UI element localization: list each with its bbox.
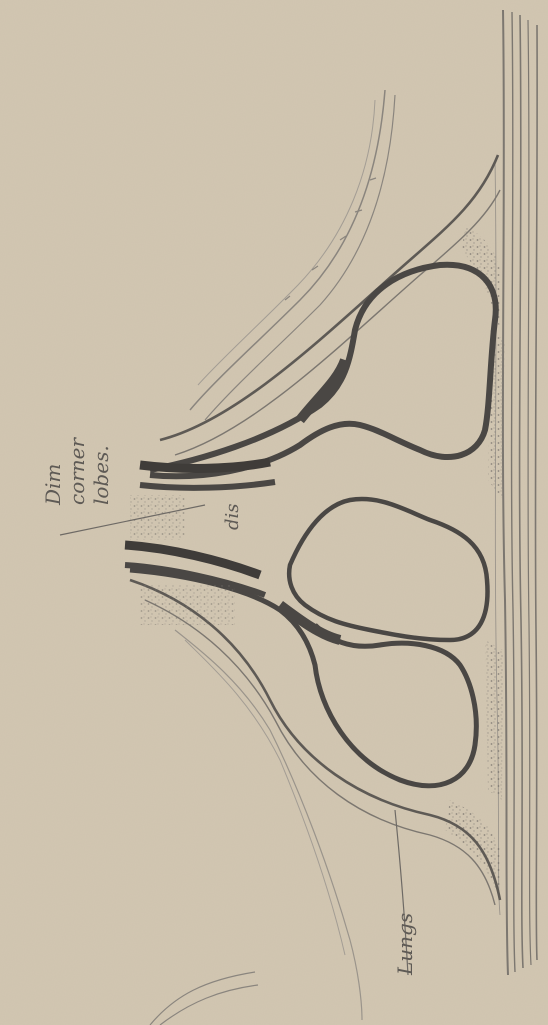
lower-label: Lungs	[393, 913, 417, 976]
opening-label-line3: lobes.	[89, 445, 113, 505]
lower-annotation: Lungs	[393, 913, 417, 976]
center-label: dis	[222, 503, 243, 530]
opening-label-line1: Dim	[41, 464, 65, 506]
center-annotation: dis	[222, 503, 243, 530]
lower-stipple	[140, 585, 235, 625]
opening-label-line2: corner	[65, 436, 89, 505]
